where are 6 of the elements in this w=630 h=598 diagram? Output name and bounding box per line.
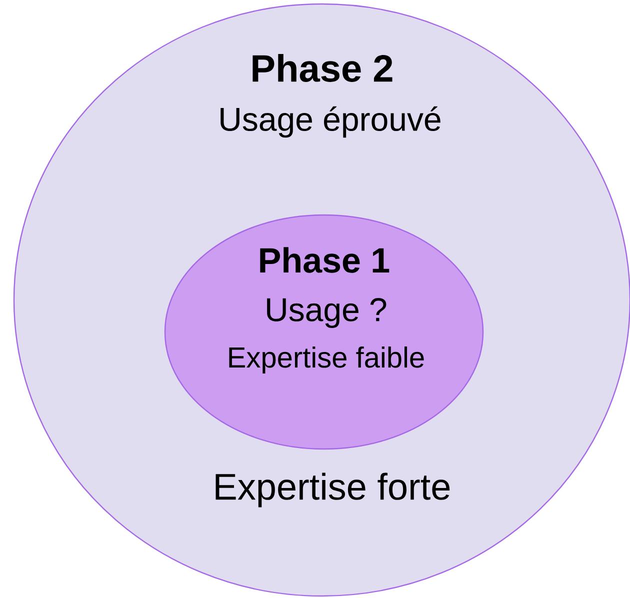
phase-title: Phase 1	[260, 247, 390, 273]
phase-subtitle: Usage éprouvé	[220, 106, 440, 138]
expertise-label: Expertise forte	[216, 472, 450, 508]
expertise-label: Expertise faible	[229, 346, 424, 374]
phase-subtitle: Usage ?	[267, 298, 386, 328]
phase-title: Phase 2	[252, 54, 392, 82]
